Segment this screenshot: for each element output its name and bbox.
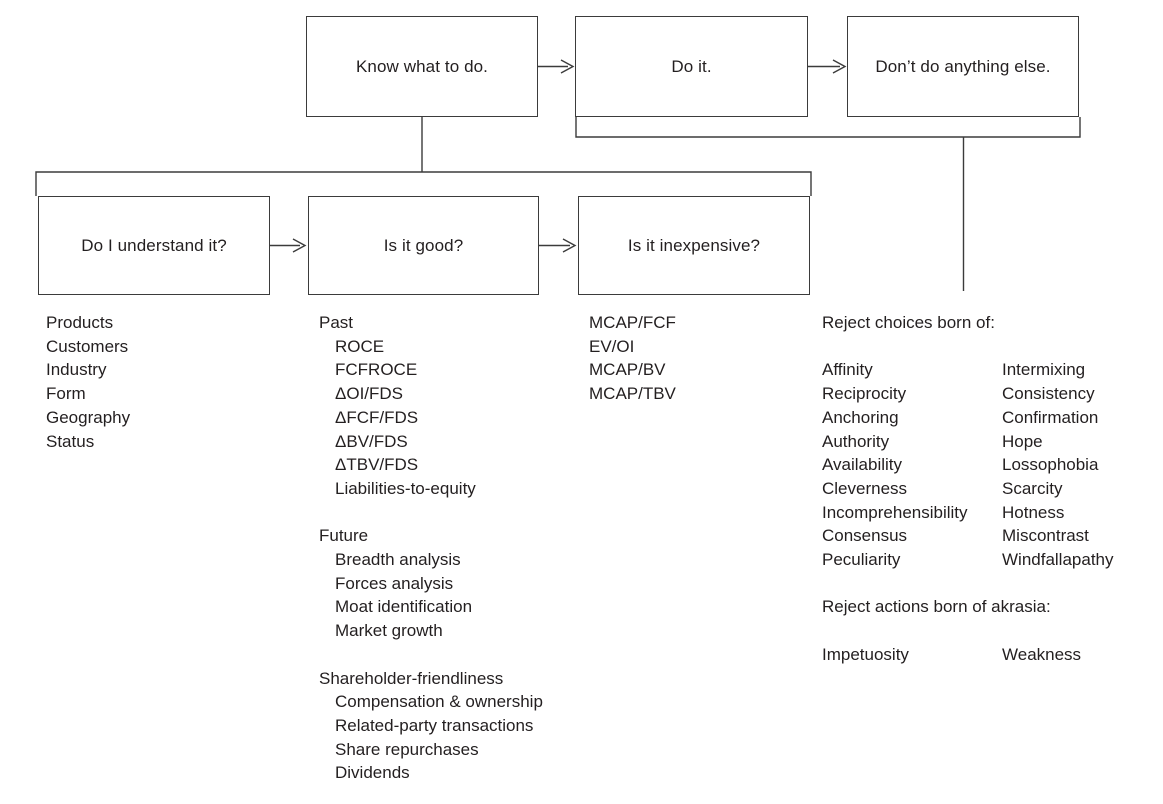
list-item: ΔBV/FDS xyxy=(335,431,408,451)
list-item: Cleverness xyxy=(822,478,908,498)
list-item: Miscontrast xyxy=(1002,526,1089,546)
reject-choices-grid: Affinity Intermixing Reciprocity Consist… xyxy=(822,358,1114,571)
list-item: ΔFCF/FDS xyxy=(335,407,419,427)
list-item: Customers xyxy=(46,336,129,356)
list-item: Forces analysis xyxy=(335,573,454,593)
node-dont-do-anything-else[interactable]: Don’t do anything else. xyxy=(847,16,1079,117)
group-spacer xyxy=(319,501,543,525)
list-item: Breadth analysis xyxy=(335,550,461,570)
reject-choices-heading: Reject choices born of: xyxy=(822,313,995,332)
list-item: Form xyxy=(46,384,86,404)
node-do-i-understand-it-label: Do I understand it? xyxy=(81,235,227,255)
group-spacer xyxy=(822,572,1114,596)
list-item: Status xyxy=(46,431,95,451)
list-item: Intermixing xyxy=(1002,360,1086,380)
node-is-it-good-label: Is it good? xyxy=(383,235,464,255)
arrowhead-know-to-doit xyxy=(560,59,575,74)
list-item: Weakness xyxy=(1002,644,1082,664)
list-item: Lossophobia xyxy=(1002,455,1099,475)
list-item: Dividends xyxy=(335,763,410,783)
node-is-it-inexpensive-label: Is it inexpensive? xyxy=(627,235,761,255)
list-item: Compensation & ownership xyxy=(335,692,543,712)
bracket-questions xyxy=(35,171,812,196)
group-heading-future: Future xyxy=(319,526,369,546)
group-heading-past: Past xyxy=(319,313,354,332)
list-item: Geography xyxy=(46,407,131,427)
list-item: Liabilities-to-equity xyxy=(335,478,476,498)
list-item: ΔTBV/FDS xyxy=(335,455,419,475)
list-item: Incomprehensibility xyxy=(822,502,968,522)
list-item: FCFROCE xyxy=(335,360,418,380)
list-item: Hope xyxy=(1002,431,1043,451)
list-item: Affinity xyxy=(822,360,873,380)
list-good-criteria: Past ROCE FCFROCE ΔOI/FDS ΔFCF/FDS ΔBV/F… xyxy=(319,311,543,785)
node-know-what-to-do-label: Know what to do. xyxy=(355,56,488,76)
list-reject-biases: Reject choices born of: Affinity Intermi… xyxy=(822,311,1114,667)
list-item: Consistency xyxy=(1002,384,1095,404)
arrowhead-doit-to-dont xyxy=(832,59,847,74)
list-item: Anchoring xyxy=(822,407,899,427)
list-item: Confirmation xyxy=(1002,407,1099,427)
list-inexpensive-metrics: MCAP/FCF EV/OI MCAP/BV MCAP/TBV xyxy=(589,311,676,406)
list-item: Market growth xyxy=(335,621,443,641)
list-item: Impetuosity xyxy=(822,644,909,664)
node-is-it-inexpensive[interactable]: Is it inexpensive? xyxy=(578,196,810,295)
node-do-it[interactable]: Do it. xyxy=(575,16,808,117)
list-item: Moat identification xyxy=(335,597,473,617)
node-dont-do-anything-else-label: Don’t do anything else. xyxy=(875,56,1051,76)
group-spacer xyxy=(822,335,1114,359)
list-item: MCAP/BV xyxy=(589,360,666,380)
list-item: Windfallapathy xyxy=(1002,550,1114,570)
list-item: Reciprocity xyxy=(822,384,907,404)
list-item: ΔOI/FDS xyxy=(335,384,404,404)
list-item: Share repurchases xyxy=(335,739,479,759)
list-item: Hotness xyxy=(1002,502,1065,522)
list-item: MCAP/FCF xyxy=(589,313,676,332)
list-item: Industry xyxy=(46,360,107,380)
list-item: Availability xyxy=(822,455,903,475)
node-is-it-good[interactable]: Is it good? xyxy=(308,196,539,295)
list-understand-criteria: Products Customers Industry Form Geograp… xyxy=(46,311,130,453)
group-spacer xyxy=(822,619,1114,643)
list-item: Authority xyxy=(822,431,890,451)
bracket-actions xyxy=(575,117,1081,138)
list-item: EV/OI xyxy=(589,336,635,356)
list-item: Products xyxy=(46,313,114,332)
reject-actions-grid: Impetuosity Weakness xyxy=(822,643,1114,667)
arrowhead-understand-to-good xyxy=(292,238,307,253)
list-item: Consensus xyxy=(822,526,908,546)
node-do-it-label: Do it. xyxy=(671,56,712,76)
group-heading-shareholder-friendliness: Shareholder-friendliness xyxy=(319,668,504,688)
reject-actions-heading: Reject actions born of akrasia: xyxy=(822,597,1051,617)
list-item: Scarcity xyxy=(1002,478,1063,498)
group-spacer xyxy=(319,643,543,667)
list-item: MCAP/TBV xyxy=(589,384,676,404)
node-do-i-understand-it[interactable]: Do I understand it? xyxy=(38,196,270,295)
list-item: Related-party transactions xyxy=(335,715,534,735)
node-know-what-to-do[interactable]: Know what to do. xyxy=(306,16,538,117)
list-item: Peculiarity xyxy=(822,550,901,570)
arrowhead-good-to-cheap xyxy=(562,238,577,253)
list-item: ROCE xyxy=(335,336,385,356)
